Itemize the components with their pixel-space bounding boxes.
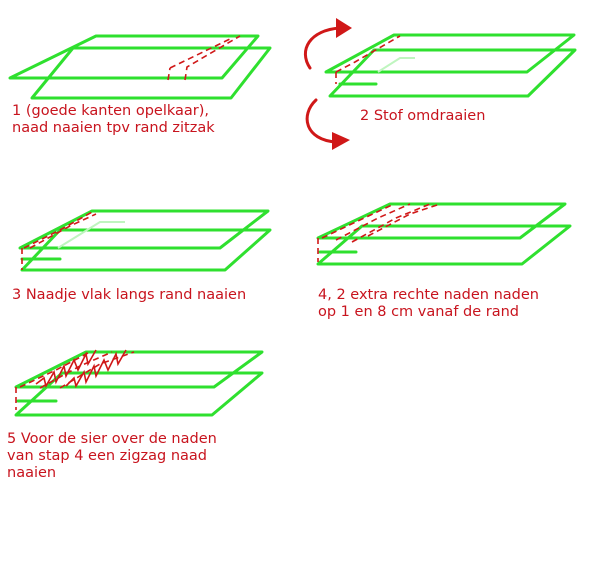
step-1-caption-line-2: naad naaien tpv rand zitzak xyxy=(12,120,215,136)
step-5-seam-1 xyxy=(19,351,91,388)
step-5-caption-line-1: 5 Voor de sier over de naden xyxy=(7,431,217,447)
step-2-illustration xyxy=(303,18,577,150)
step-4-seam-3 xyxy=(351,203,431,243)
step-1-top-layer xyxy=(8,34,260,80)
flip-arrow-top-icon xyxy=(303,26,342,70)
step-3-seam xyxy=(23,210,95,249)
step-2-seam xyxy=(335,35,401,73)
step-4-caption-line-2: op 1 en 8 cm vanaf de rand xyxy=(318,304,520,320)
step-1-bottom-layer xyxy=(30,46,272,100)
step-1-caption-line-1: 1 (goede kanten opelkaar), xyxy=(12,103,210,119)
step-1-seam xyxy=(184,35,241,81)
flip-arrow-top-head xyxy=(336,18,352,38)
step-5-zigzag-2 xyxy=(65,349,127,389)
step-3-top-layer xyxy=(18,209,270,250)
step-4-seam-1 xyxy=(321,203,395,239)
step-5-zigzag-1 xyxy=(35,349,97,389)
step-3-caption-line-1: 3 Naadje vlak langs rand naaien xyxy=(12,287,247,303)
step-3-bottom-layer xyxy=(20,228,272,272)
step-1-seam-top xyxy=(169,37,233,69)
step-2-inner-fold xyxy=(377,57,415,73)
step-2-bottom-layer xyxy=(328,48,577,98)
step-5-caption-line-2: van stap 4 een zigzag naad xyxy=(7,448,207,464)
step-4-illustration xyxy=(316,202,572,266)
flip-arrow-bottom-head xyxy=(332,132,350,150)
step-4-seam-4 xyxy=(367,203,441,237)
step-3-illustration xyxy=(18,209,272,272)
step-4-caption-line-1: 4, 2 extra rechte naden naden xyxy=(318,287,539,303)
step-5-illustration xyxy=(14,349,264,417)
step-2-top-layer xyxy=(324,33,576,74)
step-1-seam-edge xyxy=(167,67,171,81)
step-1-caption: 1 (goede kanten opelkaar),naad naaien tp… xyxy=(12,103,215,137)
flip-arrow-bottom-icon xyxy=(305,98,338,144)
step-2-caption-line-1: 2 Stof omdraaien xyxy=(360,108,486,124)
step-3-inner-fold xyxy=(57,221,125,249)
step-4-bottom-layer xyxy=(316,224,572,266)
step-4-seam-2 xyxy=(335,203,411,241)
step-2-caption: 2 Stof omdraaien xyxy=(360,108,485,125)
step-3-seam-2 xyxy=(29,213,97,249)
step-1-illustration xyxy=(8,34,272,100)
step-5-caption-line-3: naaien xyxy=(7,465,57,481)
step-5-bottom-layer xyxy=(14,371,264,417)
step-3-caption: 3 Naadje vlak langs rand naaien xyxy=(12,287,246,304)
